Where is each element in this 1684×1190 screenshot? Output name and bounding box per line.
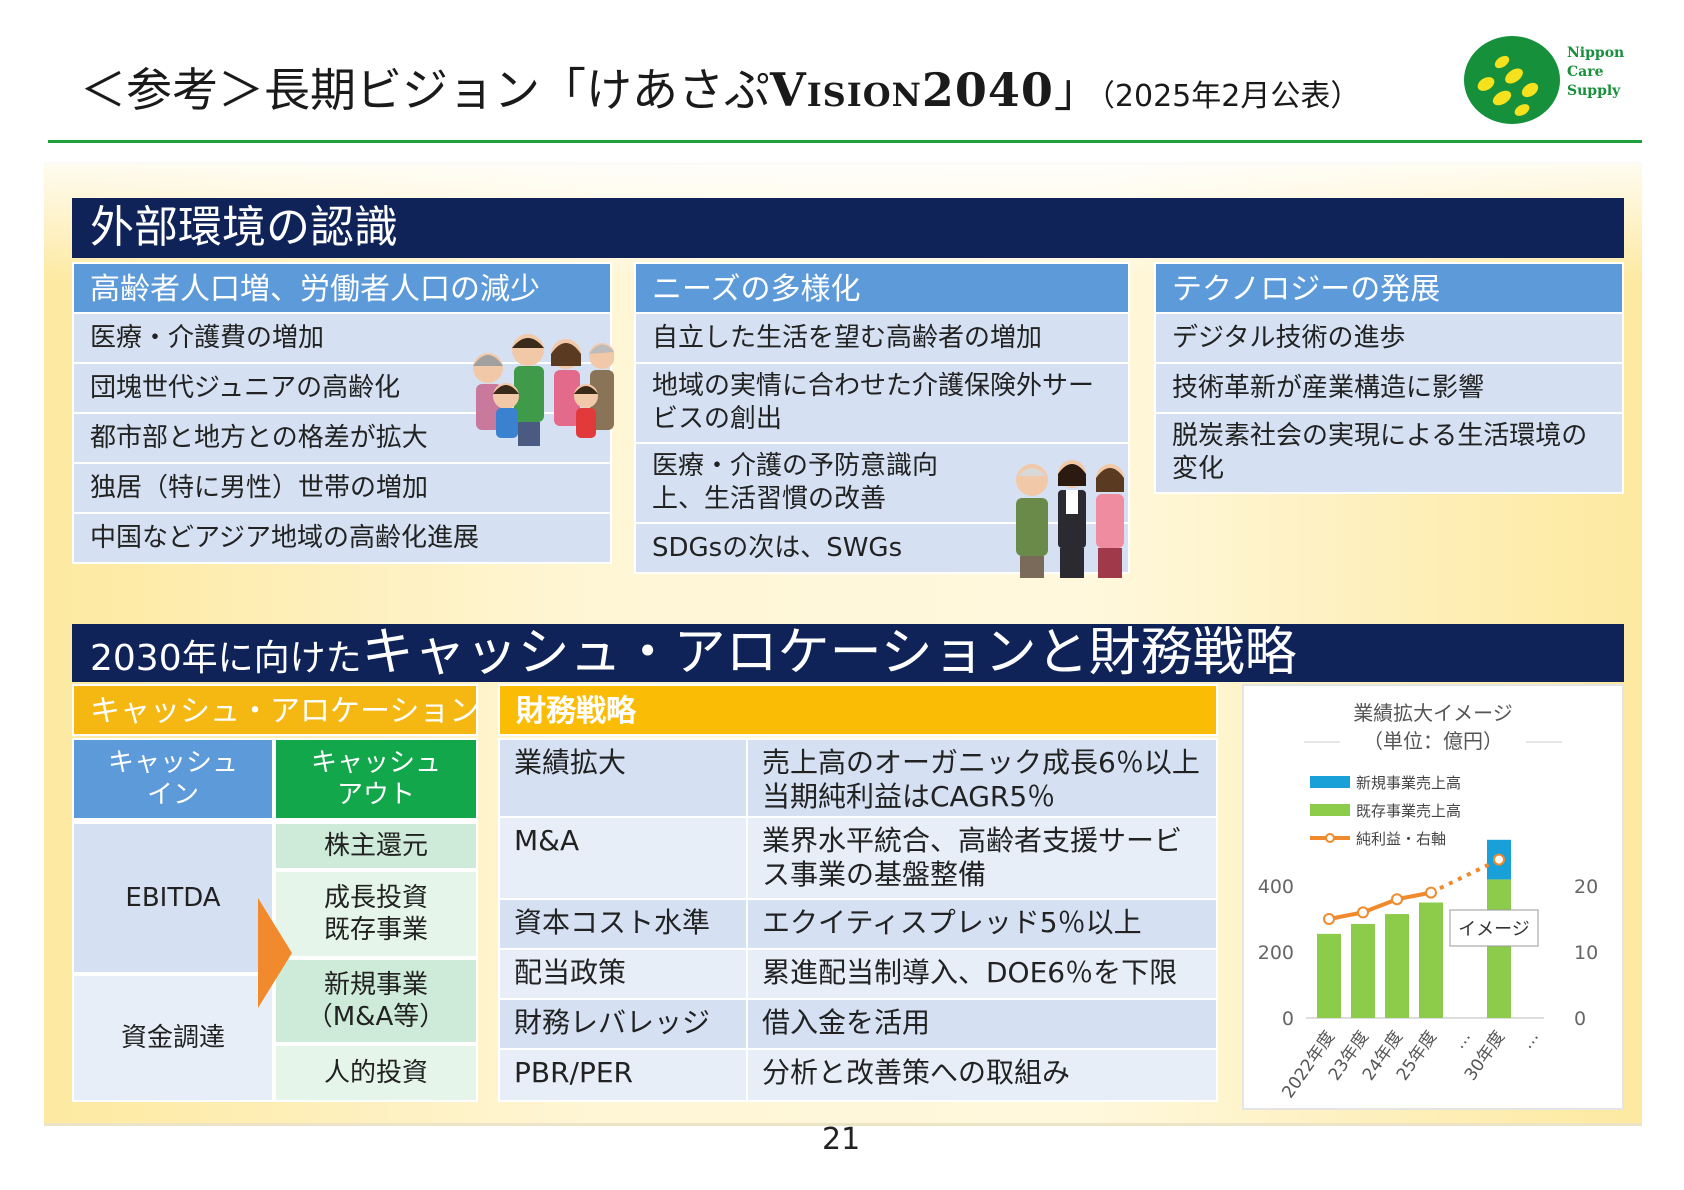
fin-value: エクイティスプレッド5％以上 [762, 906, 1142, 939]
strategy-section-title: 2030年に向けたキャッシュ・アロケーションと財務戦略 [72, 624, 1624, 682]
line-segment-projected [1430, 857, 1500, 895]
table-row: 配当政策 累進配当制導入、DOE6％を下限 [498, 950, 1218, 1000]
fin-value: 業界水平統合、高齢者支援サービス事業の基盤整備 [762, 824, 1183, 891]
y-right-tick-label: 0 [1574, 1008, 1586, 1030]
y-right-tick-label: 20 [1574, 876, 1598, 898]
legend-label: 既存事業売上高 [1356, 802, 1461, 820]
legend-label: 新規事業売上高 [1356, 774, 1461, 792]
line-point [1323, 913, 1335, 925]
list-item: 脱炭素社会の実現による生活環境の変化 [1154, 414, 1624, 494]
fin-key: 業績拡大 [500, 740, 748, 816]
y-left-tick-label: 0 [1282, 1008, 1294, 1030]
chart-annotation: イメージ [1458, 919, 1530, 940]
financial-strategy-heading: 財務戦略 [498, 684, 1218, 736]
list-item: 中国などアジア地域の高齢化進展 [72, 514, 612, 564]
title-suffix: 」 [1053, 63, 1100, 117]
cash-allocation-grid: キャッシュイン キャッシュアウト EBITDA 資金調達 株主還元 成長投資既存… [72, 738, 478, 1102]
list-item: 自立した生活を望む高齢者の増加 [634, 314, 1130, 364]
y-left-tick-label: 400 [1258, 876, 1294, 898]
x-tick-label: … [1517, 1027, 1543, 1052]
title-vision: Vision2040 [770, 63, 1054, 117]
fin-key: 資本コスト水準 [500, 900, 748, 948]
column-heading: ニーズの多様化 [634, 262, 1130, 314]
fin-key: PBR/PER [500, 1050, 748, 1100]
cash-allocation-heading: キャッシュ・アロケーション [72, 684, 479, 736]
column-heading: テクノロジーの発展 [1154, 262, 1624, 314]
strategy-title-small: 2030年に向けた [90, 638, 362, 679]
logo-text: Nippon Care Supply [1567, 44, 1624, 101]
fin-value: 売上高のオーガニック成長6％以上当期純利益はCAGR5％ [762, 746, 1200, 813]
title-date: （2025年2月公表） [1099, 79, 1361, 114]
page-title: ＜参考＞長期ビジョン「けあさぷVision2040」（2025年2月公表） [80, 54, 1360, 120]
caregiver-illustration-icon [1016, 460, 1124, 578]
bar-existing [1351, 923, 1375, 1018]
flow-arrow-icon [258, 898, 292, 1008]
cash-in-ebitda: EBITDA [72, 822, 274, 974]
bar-existing [1317, 933, 1341, 1018]
family-illustration-icon [473, 334, 614, 446]
company-logo-icon [1464, 36, 1560, 124]
list-item: 地域の実情に合わせた介護保険外サービスの創出 [634, 364, 1130, 444]
legend-marker [1325, 833, 1335, 843]
column-aging-population: 高齢者人口増、労働者人口の減少 医療・介護費の増加 団塊世代ジュニアの高齢化 都… [72, 262, 612, 564]
fin-value: 累進配当制導入、DOE6％を下限 [762, 956, 1178, 989]
line-point [1357, 906, 1369, 919]
bar-existing [1487, 879, 1511, 1018]
cash-out-header: キャッシュアウト [274, 738, 478, 820]
list-item: 独居（特に男性）世帯の増加 [72, 464, 612, 514]
chart-title: 業績拡大イメージ [1353, 701, 1513, 725]
y-left-tick-label: 200 [1258, 942, 1294, 964]
line-point [1391, 893, 1403, 906]
column-technology: テクノロジーの発展 デジタル技術の進歩 技術革新が産業構造に影響 脱炭素社会の実… [1154, 262, 1624, 494]
logo-line-supply: Supply [1567, 83, 1621, 99]
chart-subtitle: （単位：億円） [1363, 729, 1503, 753]
table-row: 財務レバレッジ 借入金を活用 [498, 1000, 1218, 1050]
fin-key: 財務レバレッジ [500, 1000, 748, 1048]
financial-strategy-table: 業績拡大 売上高のオーガニック成長6％以上当期純利益はCAGR5％ M&A 業界… [498, 738, 1218, 1102]
y-right-tick-label: 10 [1574, 942, 1598, 964]
logo-line-nippon: Nippon [1567, 45, 1625, 61]
fin-value: 借入金を活用 [762, 1006, 931, 1039]
annotation-box [1449, 909, 1539, 947]
logo-line-care: Care [1567, 64, 1604, 80]
table-row: 業績拡大 売上高のオーガニック成長6％以上当期純利益はCAGR5％ [498, 738, 1218, 818]
fin-key: 配当政策 [500, 950, 748, 998]
title-prefix: ＜参考＞長期ビジョン「けあさぷ [80, 63, 770, 117]
table-row: PBR/PER 分析と改善策への取組み [498, 1050, 1218, 1102]
cash-in-funding: 資金調達 [72, 974, 274, 1102]
cash-in-header: キャッシュイン [72, 738, 274, 820]
page-number: 21 [822, 1122, 861, 1157]
table-row: M&A 業界水平統合、高齢者支援サービス事業の基盤整備 [498, 818, 1218, 900]
line-segment [1362, 897, 1398, 915]
fin-value: 分析と改善策への取組み [762, 1056, 1071, 1089]
line-point [1425, 886, 1437, 899]
table-row: 資本コスト水準 エクイティスプレッド5％以上 [498, 900, 1218, 950]
cash-out-new-business: 新規事業（M&A等） [274, 958, 478, 1044]
list-item: 技術革新が産業構造に影響 [1154, 364, 1624, 414]
bar-existing [1419, 902, 1443, 1018]
external-section-title: 外部環境の認識 [72, 198, 1624, 258]
bar-existing [1385, 914, 1409, 1018]
column-heading: 高齢者人口増、労働者人口の減少 [72, 262, 612, 314]
x-tick-label: … [1449, 1027, 1475, 1052]
header-rule [48, 140, 1642, 143]
line-point [1493, 853, 1505, 866]
legend-swatch [1310, 776, 1350, 788]
list-item: デジタル技術の進歩 [1154, 314, 1624, 364]
fin-key: M&A [500, 818, 748, 898]
chart-line [1323, 853, 1505, 925]
cash-out-growth: 成長投資既存事業 [274, 870, 478, 958]
chart-x-labels: 2022年度23年度24年度25年度…30年度… [1278, 1027, 1543, 1102]
chart-bars [1317, 839, 1511, 1018]
cash-out-shareholder: 株主還元 [274, 822, 478, 870]
legend-swatch [1310, 804, 1350, 816]
legend-label: 純利益・右軸 [1356, 830, 1446, 848]
cash-out-human: 人的投資 [274, 1044, 478, 1102]
strategy-title-big: キャッシュ・アロケーションと財務戦略 [361, 623, 1297, 683]
